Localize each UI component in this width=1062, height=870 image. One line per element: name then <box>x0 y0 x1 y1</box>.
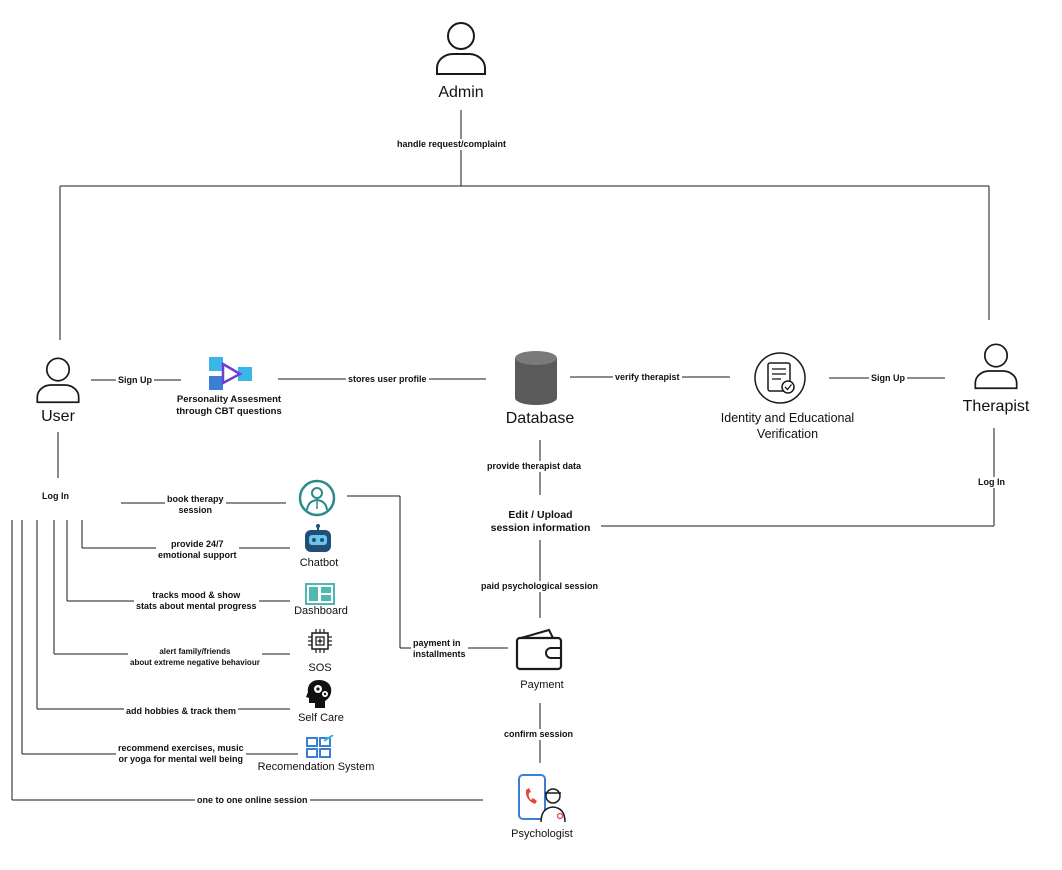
sos-label: SOS <box>308 662 332 674</box>
person-outline-icon <box>436 22 486 75</box>
doctor-avatar-icon[interactable] <box>298 479 336 517</box>
add-hobbies-label: add hobbies & track them <box>124 706 239 717</box>
database-cylinder-icon[interactable] <box>513 350 559 406</box>
grid-apps-icon[interactable] <box>306 735 334 759</box>
payment-label: Payment <box>520 679 564 691</box>
head-gears-icon[interactable] <box>305 679 333 709</box>
user-actor[interactable]: User <box>18 354 98 426</box>
phone-doctor-icon[interactable] <box>517 774 567 824</box>
wallet-icon[interactable] <box>515 628 565 672</box>
person-outline-icon <box>36 357 80 404</box>
confirm-session-label: confirm session <box>502 729 576 740</box>
checklist-certificate-icon[interactable] <box>753 351 807 405</box>
dashboard-label: Dashboard <box>294 605 348 617</box>
sign-up-user-label: Sign Up <box>116 375 154 386</box>
self-care-label: Self Care <box>298 712 344 724</box>
book-therapy-label: book therapy session <box>165 494 226 516</box>
database-label: Database <box>505 410 575 427</box>
chip-alert-icon[interactable] <box>307 628 333 654</box>
admin-actor[interactable]: Admin <box>421 18 501 102</box>
log-in-therapist-label: Log In <box>976 477 1007 488</box>
tracks-mood-label: tracks mood & show stats about mental pr… <box>134 590 259 612</box>
recommendation-system-label: Recomendation System <box>257 761 375 773</box>
dashboard-layout-icon[interactable] <box>305 583 335 605</box>
emotional-support-label: provide 24/7 emotional support <box>156 539 239 561</box>
edit-upload-session-node[interactable]: Edit / Upload session information <box>480 509 601 535</box>
log-in-user-label: Log In <box>40 491 71 502</box>
personality-assessment-label: Personality Assesment through CBT questi… <box>176 394 282 417</box>
admin-label: Admin <box>438 84 484 101</box>
provide-therapist-data-label: provide therapist data <box>485 461 584 472</box>
payment-installments-label: payment in installments <box>411 638 468 660</box>
user-label: User <box>41 408 75 425</box>
paid-session-label: paid psychological session <box>479 581 601 592</box>
chatbot-label: Chatbot <box>299 557 339 569</box>
alert-family-label: alert family/friends about extreme negat… <box>128 646 262 668</box>
therapist-label: Therapist <box>962 398 1030 415</box>
therapist-actor[interactable]: Therapist <box>951 340 1041 416</box>
robot-icon[interactable] <box>302 524 334 554</box>
recommend-exercises-label: recommend exercises, music or yoga for m… <box>116 743 246 765</box>
verify-therapist-label: verify therapist <box>613 372 682 383</box>
sign-up-therapist-label: Sign Up <box>869 373 907 384</box>
verification-label: Identity and Educational Verification <box>720 411 855 441</box>
one-to-one-session-label: one to one online session <box>195 795 310 806</box>
stores-user-profile-label: stores user profile <box>346 374 429 385</box>
handle-request-label: handle request/complaint <box>395 139 509 150</box>
psychologist-label: Psychologist <box>511 828 573 840</box>
person-outline-icon <box>974 343 1018 390</box>
process-flow-icon[interactable] <box>208 356 254 392</box>
